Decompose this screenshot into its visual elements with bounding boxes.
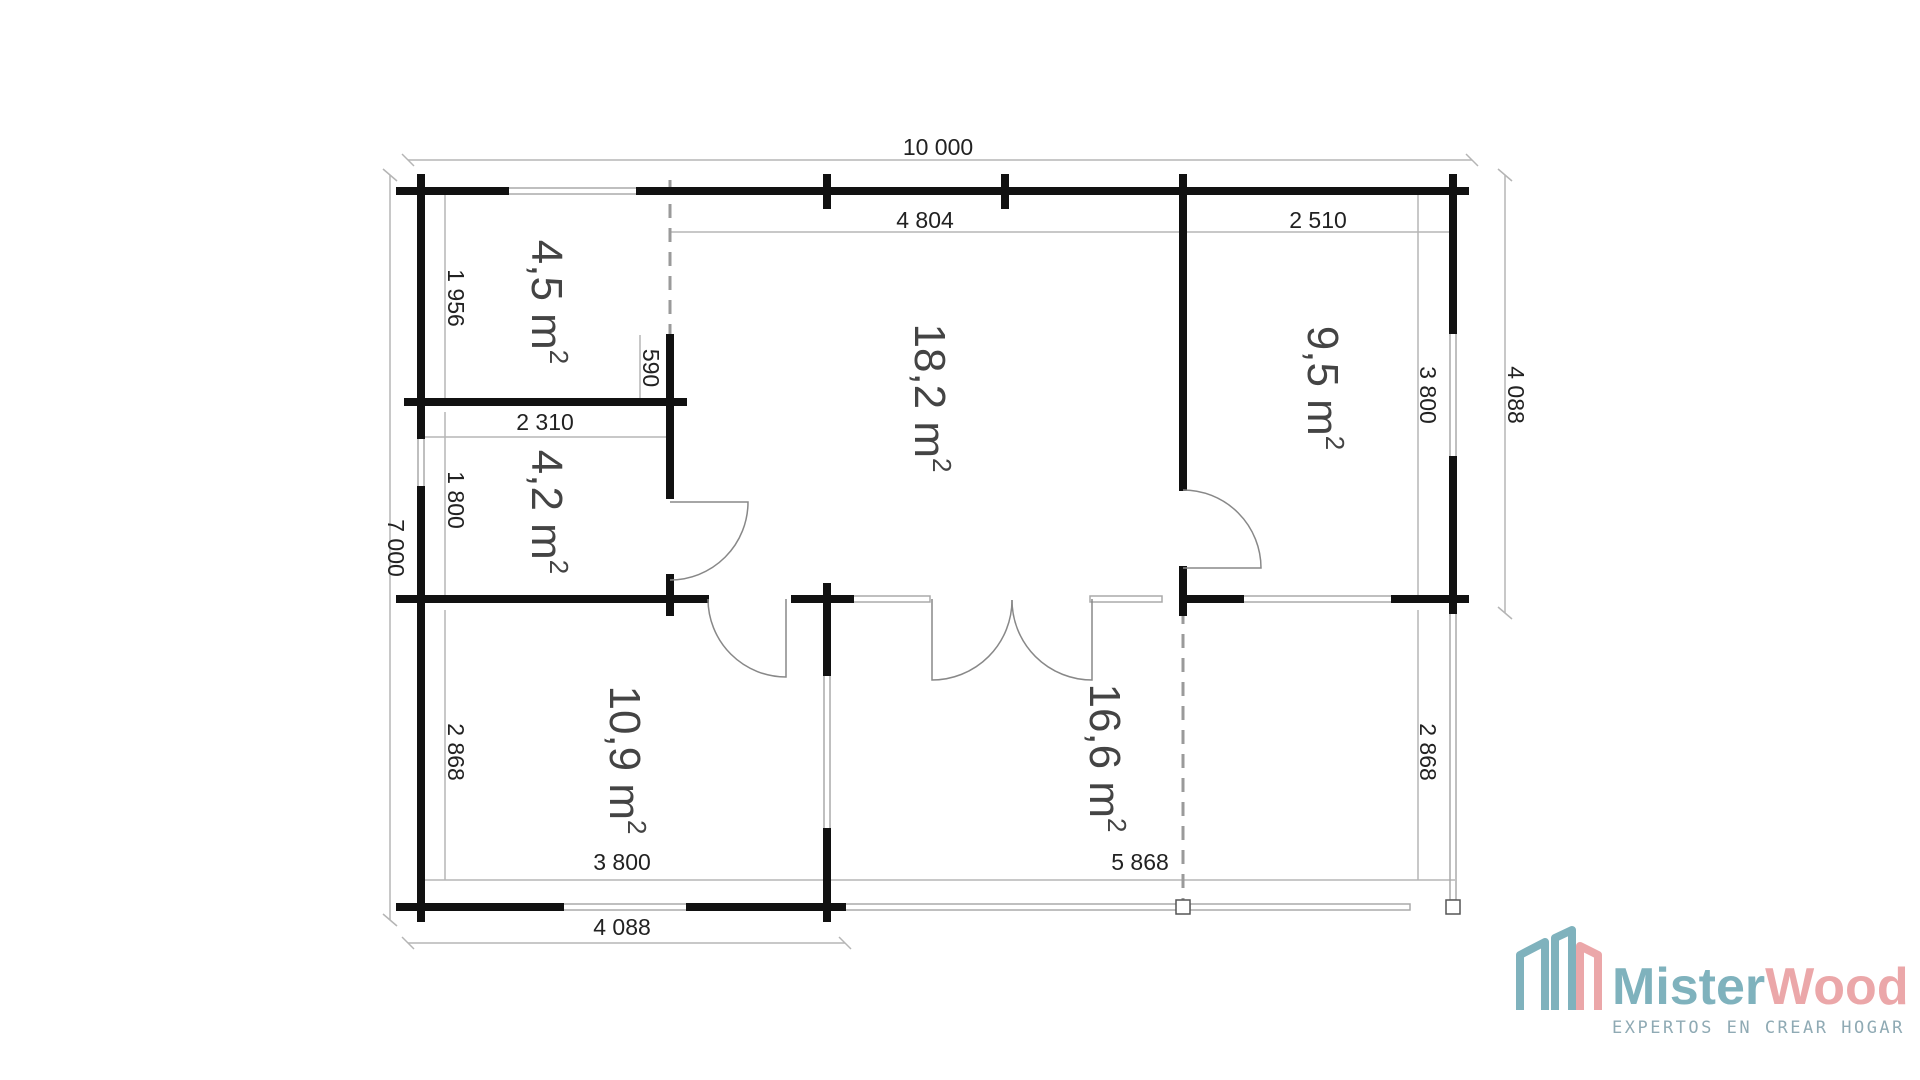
dim-living-width: 4 804 xyxy=(896,207,954,233)
area-terrace: 16,6 m2 xyxy=(1080,684,1132,833)
dim-lower-right-depth: 2 868 xyxy=(1415,723,1441,781)
dim-right-depth: 4 088 xyxy=(1503,366,1529,424)
door-swings xyxy=(669,489,1262,681)
dim-partition-offset: 590 xyxy=(638,349,664,387)
area-living: 18,2 m2 xyxy=(905,324,957,473)
area-room-a: 4,5 m2 xyxy=(522,240,574,365)
house-logo-icon xyxy=(1516,926,1602,1010)
dim-terrace-width: 5 868 xyxy=(1111,849,1169,875)
brand-name: MisterWood xyxy=(1612,958,1909,1016)
dim-bottom-left-width: 4 088 xyxy=(593,914,651,940)
dim-overall-width: 10 000 xyxy=(903,134,973,160)
area-room-b: 4,2 m2 xyxy=(522,450,574,575)
dim-bath-width: 2 310 xyxy=(516,409,574,435)
dim-bedroom-right-width: 2 510 xyxy=(1289,207,1347,233)
dim-lower-left-depth: 2 868 xyxy=(443,723,469,781)
dim-lower-left-width: 3 800 xyxy=(593,849,651,875)
area-bedroom-left: 10,9 m2 xyxy=(600,686,652,835)
dim-bath-depth: 1 800 xyxy=(443,471,469,529)
brand-tagline: EXPERTOS EN CREAR HOGAR xyxy=(1612,1018,1905,1038)
misterwood-logo: MisterWood EXPERTOS EN CREAR HOGAR xyxy=(1516,926,1909,1038)
area-bedroom-right: 9,5 m2 xyxy=(1298,326,1350,451)
dim-bedroom-right-depth: 3 800 xyxy=(1415,366,1441,424)
dimension-lines xyxy=(382,153,1513,950)
walls xyxy=(396,174,1469,922)
dim-room-small-depth: 1 956 xyxy=(443,269,469,327)
openings xyxy=(417,187,1457,911)
corner-posts xyxy=(1175,899,1461,915)
dim-overall-depth: 7 000 xyxy=(383,519,409,577)
